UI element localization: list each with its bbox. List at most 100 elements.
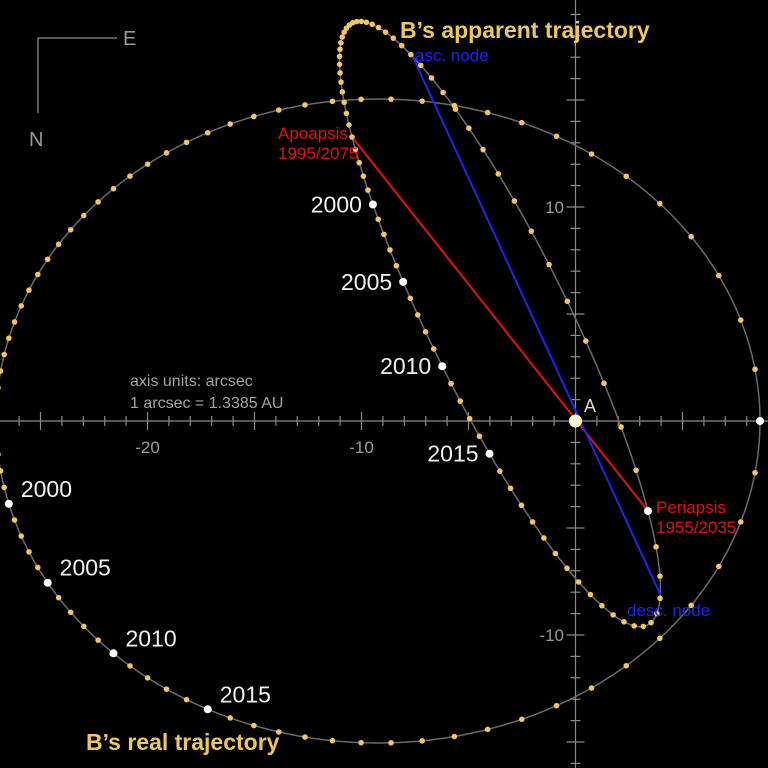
compass-bracket [37, 37, 117, 113]
orbit-dot-real [55, 594, 62, 601]
year-marker-real [43, 578, 52, 587]
year-marker-real [109, 649, 118, 658]
orbit-dot-real [388, 96, 394, 102]
real-trajectory-title: B’s real trajectory [86, 729, 280, 755]
year-label-real: 2000 [21, 476, 72, 502]
orbit-dot-apparent [408, 51, 414, 58]
x-tick-label: -20 [135, 438, 160, 457]
orbit-dot-real [11, 319, 18, 325]
orbit-dot-real [204, 129, 211, 136]
compass-east-label: E [123, 28, 136, 50]
orbit-dot-apparent [390, 35, 397, 41]
apparent-trajectory-title: B’s apparent trajectory [400, 17, 650, 43]
orbit-dot-apparent [338, 79, 344, 85]
orbit-dot-real [329, 98, 336, 105]
orbit-dot-apparent [358, 18, 365, 25]
orbit-dot-apparent [352, 146, 359, 153]
orbit-dot-apparent [387, 247, 393, 253]
orbit-dot-real [0, 368, 4, 374]
orbit-dot-apparent [466, 415, 473, 422]
orbit-dot-real [588, 151, 595, 157]
orbit-dot-real [553, 133, 560, 140]
node-line [411, 56, 662, 595]
orbit-dot-apparent [654, 610, 660, 617]
orbit-dot-real [688, 602, 694, 609]
orbit-dot-apparent [552, 550, 559, 557]
orbit-dot-real [163, 686, 170, 692]
orbit-dot-real [6, 335, 12, 342]
orbit-dot-apparent [621, 619, 627, 625]
orbit-dot-apparent [336, 53, 343, 60]
year-label-real: 2010 [125, 625, 176, 651]
orbit-dot-apparent [428, 75, 435, 81]
periapsis-label: Periapsis [656, 498, 726, 517]
y-tick-label: 10 [545, 198, 564, 217]
year-label-real: 2005 [60, 555, 111, 581]
orbit-dot-real [737, 519, 744, 525]
real-orbit-outline [0, 98, 761, 744]
orbit-dot-real [227, 715, 234, 721]
orbit-dot-apparent [398, 42, 405, 49]
orbit-dot-real [623, 173, 630, 180]
orbit-dot-apparent [657, 573, 663, 579]
orbit-dot-real [1, 484, 8, 491]
orbit-dot-apparent [365, 187, 371, 193]
orbit-dot-real [716, 563, 722, 570]
orbit-dot-apparent [575, 579, 582, 585]
orbit-dot-apparent [633, 467, 639, 474]
year-label-apparent: 2005 [341, 269, 392, 295]
orbit-dot-apparent [349, 134, 355, 140]
orbit-dot-apparent [528, 228, 535, 234]
apsis-line [351, 136, 649, 512]
orbit-dot-real [358, 739, 364, 746]
orbit-dot-real [358, 96, 364, 103]
orbit-dot-real [302, 734, 308, 740]
orbit-dot-real [163, 150, 170, 156]
orbit-dot-real [588, 685, 595, 691]
orbit-dot-apparent [599, 602, 605, 609]
arcsec-au-note: 1 arcsec = 1.3385 AU [130, 395, 283, 412]
orbit-dot-apparent [336, 61, 343, 68]
orbit-dot-real [329, 737, 336, 744]
orbit-dot-real [276, 729, 282, 735]
year-marker-apparent [644, 507, 652, 515]
orbit-dot-apparent [369, 21, 375, 28]
orbit-dot-real [81, 212, 87, 219]
orbit-dot-apparent [457, 398, 464, 404]
orbit-dot-apparent [448, 380, 454, 387]
orbit-dot-real [81, 623, 87, 630]
orbit-dot-apparent [337, 46, 343, 53]
orbit-dot-real [144, 161, 151, 167]
orbit-dot-real [716, 272, 722, 279]
orbit-dot-real [518, 119, 525, 126]
year-label-apparent: 2000 [311, 191, 362, 217]
orbit-dot-apparent [337, 70, 343, 76]
year-label-real: 2015 [220, 681, 271, 707]
orbit-dot-apparent [375, 216, 382, 223]
orbit-dot-apparent [631, 623, 637, 629]
orbit-dot-real [44, 256, 51, 263]
orbit-dot-apparent [618, 424, 624, 430]
orbit-dot-apparent [657, 595, 663, 602]
orbit-dot-apparent [356, 159, 363, 166]
orbit-dot-apparent [440, 89, 446, 96]
orbit-dot-apparent [341, 99, 347, 106]
orbit-dot-apparent [653, 544, 659, 550]
orbit-dot-apparent [648, 619, 654, 626]
orbit-dot-real [26, 287, 32, 293]
orbit-dot-apparent [640, 623, 647, 630]
orbit-dot-real [127, 663, 133, 669]
periapsis-years-label: 1955/2035 [656, 518, 736, 537]
orbit-dot-real [1, 351, 8, 358]
orbit-dot-apparent [422, 329, 429, 335]
year-marker-real [203, 705, 212, 714]
orbit-dot-real [183, 696, 190, 703]
orbit-dot-real [518, 716, 525, 723]
orbit-dot-apparent [339, 89, 346, 95]
orbit-dot-apparent [338, 39, 344, 46]
orbit-dot-apparent [417, 62, 424, 69]
orbit-dot-real [688, 233, 694, 240]
orbit-dot-apparent [339, 34, 346, 40]
orbit-dot-apparent [507, 485, 514, 492]
